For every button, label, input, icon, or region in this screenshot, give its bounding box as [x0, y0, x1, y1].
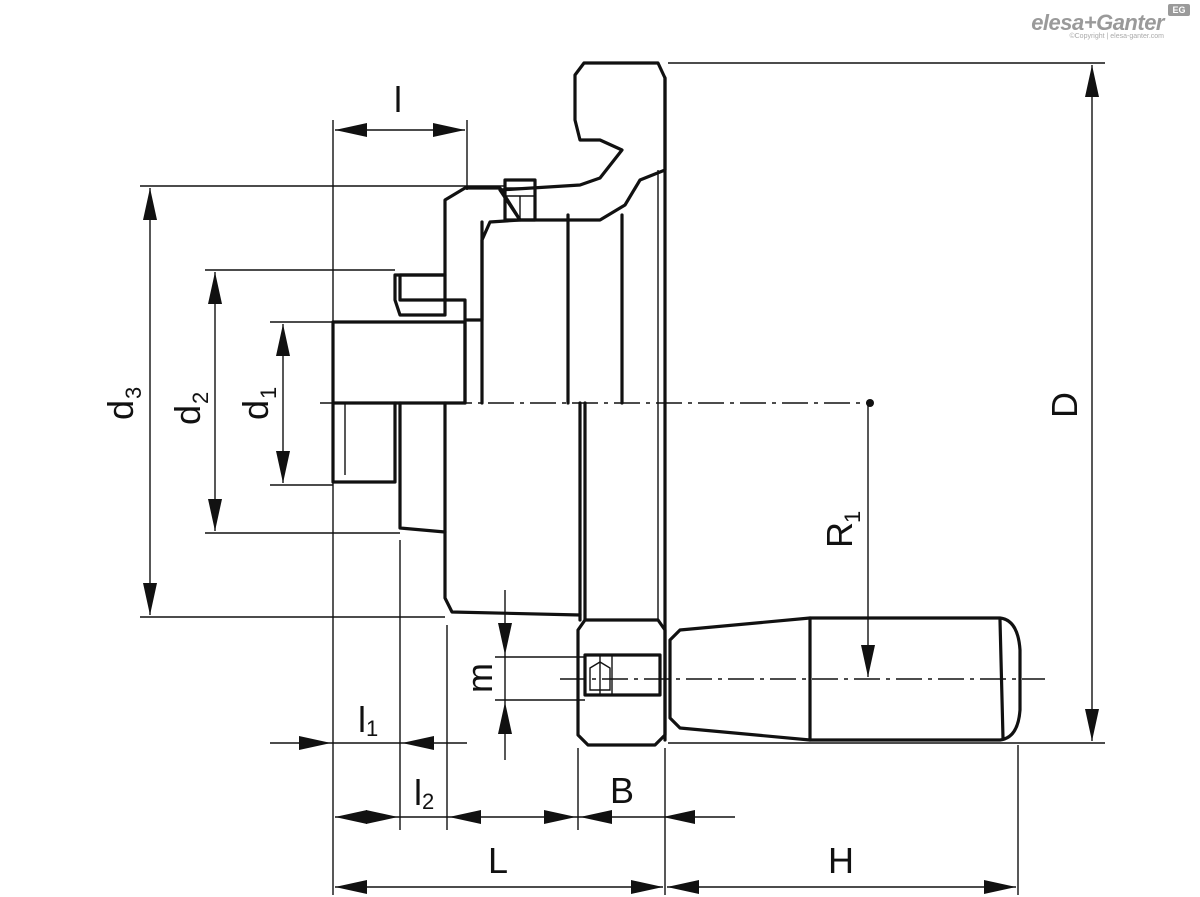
extension-lines [140, 62, 1105, 895]
label-d2-main: d [167, 405, 208, 425]
label-D: D [1044, 392, 1085, 418]
label-R1: R 1 [819, 511, 865, 548]
label-l1-sub: 1 [366, 716, 378, 741]
label-l: l [394, 79, 402, 120]
label-l2: l 2 [414, 772, 434, 814]
label-d1-main: d [235, 400, 276, 420]
hub-upper-section [393, 186, 522, 322]
label-m-main: m [459, 663, 500, 693]
label-l1-main: l [358, 699, 366, 740]
brand-badge: EG [1168, 4, 1190, 16]
label-R1-main: R [819, 522, 860, 548]
label-d3-main: d [100, 400, 141, 420]
axis-center-point [866, 399, 874, 407]
body-outline [331, 76, 667, 742]
dimension-lines [143, 65, 1099, 894]
label-H: H [828, 840, 854, 881]
label-l2-sub: 2 [422, 789, 434, 814]
label-R1-sub: 1 [840, 511, 865, 523]
set-screw-top [503, 178, 537, 222]
label-d2: d 2 [167, 392, 213, 425]
label-d2-sub: 2 [188, 392, 213, 404]
bushing-section [331, 320, 467, 405]
label-d3: d 3 [100, 387, 146, 420]
label-D-main: D [1044, 392, 1085, 418]
label-d1: d 1 [235, 387, 281, 420]
rim-bottom-section [576, 618, 667, 747]
label-d1-sub: 1 [256, 387, 281, 399]
label-m: m [459, 663, 500, 693]
brand-name: elesa+Ganter [1031, 10, 1164, 35]
label-L: L [488, 840, 508, 881]
label-d3-sub: 3 [121, 387, 146, 399]
label-B: B [610, 770, 634, 811]
brand-logo: elesa+Ganter ©Copyright | elesa-ganter.c… [1031, 4, 1190, 40]
brand-copyright: ©Copyright | elesa-ganter.com [1069, 33, 1164, 40]
label-l1: l 1 [358, 699, 378, 741]
label-l2-main: l [414, 772, 422, 813]
